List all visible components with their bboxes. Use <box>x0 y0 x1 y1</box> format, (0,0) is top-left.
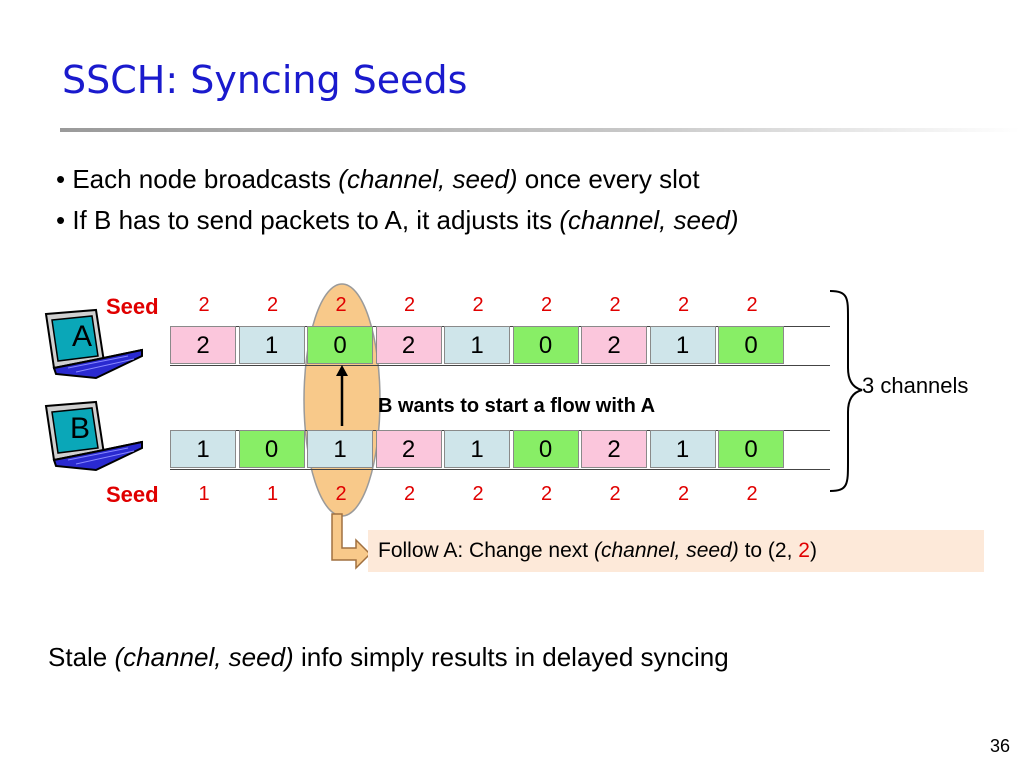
seed-b-4: 2 <box>403 483 416 505</box>
seed-b-2: 1 <box>266 483 279 505</box>
slot-a-9: 0 <box>718 326 784 364</box>
follow-text-post: ) <box>809 539 817 562</box>
slide-title: SSCH: Syncing Seeds <box>62 58 468 102</box>
title-divider <box>60 128 1020 132</box>
seed-a-9: 2 <box>746 294 758 316</box>
slot-a-1: 2 <box>170 326 236 364</box>
conclusion-tail: info simply results in delayed syncing <box>293 642 729 672</box>
seed-a-3: 2 <box>335 294 347 316</box>
slot-b-4: 2 <box>375 430 442 468</box>
bullet-1-tail: once every slot <box>517 164 700 194</box>
slot-b-6: 0 <box>512 430 579 468</box>
slot-a-2: 1 <box>238 326 305 364</box>
conclusion-emphasis: (channel, seed) <box>114 642 294 672</box>
flow-annotation: B wants to start a flow with A <box>378 395 656 417</box>
slot-b-9: 0 <box>718 430 784 468</box>
seed-a-6: 2 <box>540 294 553 316</box>
node-b-label: B <box>69 412 90 445</box>
seed-a-8: 2 <box>677 294 690 316</box>
seed-a-1: 2 <box>198 294 210 316</box>
page-number: 36 <box>989 736 1010 756</box>
seed-b-7: 2 <box>609 483 621 505</box>
slot-a-8: 1 <box>649 326 716 364</box>
laptop-b-icon <box>44 400 143 472</box>
brace-icon <box>829 290 863 492</box>
slot-b-5: 1 <box>444 430 510 468</box>
follow-text-seed: 2 <box>798 539 810 562</box>
seed-b-5: 2 <box>472 483 484 505</box>
follow-callout-text: Follow A: Change next (channel, seed) to… <box>378 539 817 563</box>
follow-callout <box>368 530 984 572</box>
conclusion: Stale (channel, seed) info simply result… <box>48 642 729 673</box>
seed-b-9: 2 <box>746 483 758 505</box>
seed-b-8: 2 <box>677 483 690 505</box>
bullet-2-emphasis: (channel, seed) <box>559 205 739 235</box>
schedule-a-bottom-line <box>170 365 830 366</box>
channels-annotation: 3 channels <box>862 373 969 398</box>
seed-b-6: 2 <box>540 483 553 505</box>
slot-b-3: 1 <box>307 430 373 468</box>
seed-a-2: 2 <box>266 294 279 316</box>
slot-a-3: 0 <box>307 326 373 364</box>
node-b-seed-label: Seed <box>106 482 159 507</box>
slot-b-1: 1 <box>170 430 236 468</box>
seed-a-7: 2 <box>609 294 621 316</box>
seed-b-1: 1 <box>198 483 210 505</box>
slot-b-8: 1 <box>649 430 716 468</box>
slot-a-4: 2 <box>375 326 442 364</box>
slot-b-2: 0 <box>238 430 305 468</box>
slot-a-6: 0 <box>512 326 579 364</box>
follow-text-pre: Follow A: Change next <box>378 539 594 562</box>
bullet-2: • If B has to send packets to A, it adju… <box>56 205 739 236</box>
follow-text-mid: to (2, <box>738 539 799 562</box>
laptop-a-icon <box>44 308 143 380</box>
seed-a-5: 2 <box>472 294 484 316</box>
node-a-seed-label: Seed <box>106 294 159 319</box>
seed-a-4: 2 <box>403 294 416 316</box>
slot-a-5: 1 <box>444 326 510 364</box>
slot-b-7: 2 <box>581 430 647 468</box>
node-a-label: A <box>71 320 92 353</box>
seed-b-3: 2 <box>335 483 347 505</box>
follow-text-emphasis: (channel, seed) <box>593 539 739 562</box>
bullet-1: • Each node broadcasts (channel, seed) o… <box>56 164 700 195</box>
bullet-2-text: • If B has to send packets to A, it adju… <box>56 205 560 235</box>
bullet-1-text: • Each node broadcasts <box>56 164 339 194</box>
follow-arrow-icon <box>331 513 372 570</box>
bullet-1-emphasis: (channel, seed) <box>338 164 518 194</box>
up-arrow-icon <box>336 365 348 426</box>
schedule-b-bottom-line <box>170 469 830 470</box>
slot-a-7: 2 <box>581 326 647 364</box>
conclusion-text: Stale <box>48 642 115 672</box>
